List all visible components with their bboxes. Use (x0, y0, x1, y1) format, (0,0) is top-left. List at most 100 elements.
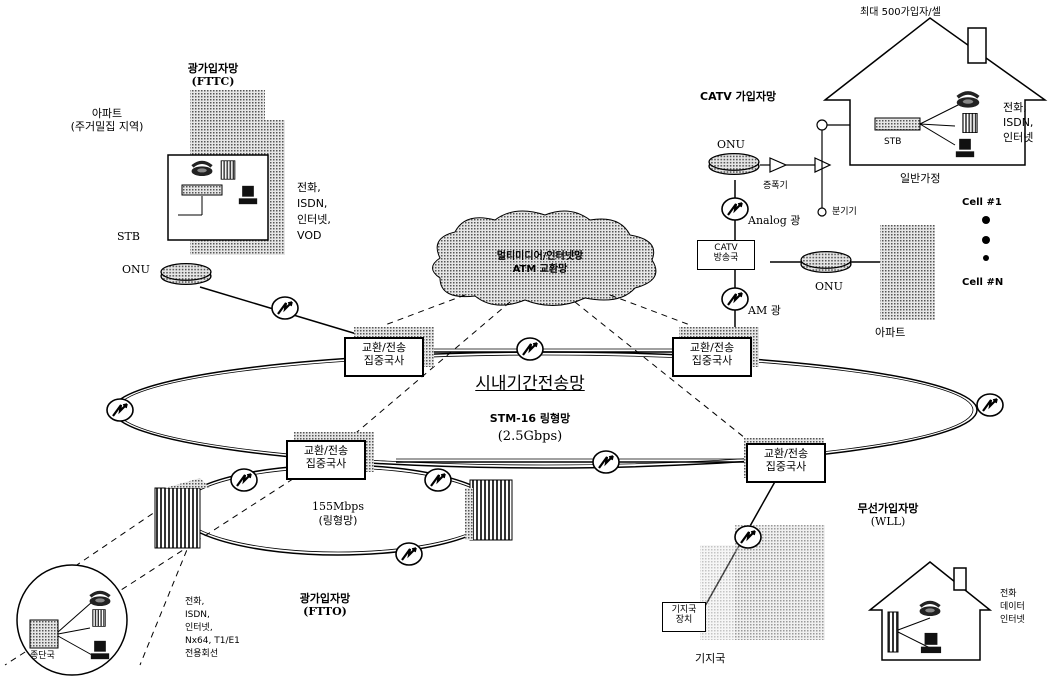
office-top-right-line2: 집중국사 (691, 354, 733, 367)
cell-dot (983, 255, 989, 261)
apartment-right-label: 아파트 (875, 326, 906, 339)
ftto-service: 전화, (185, 597, 205, 607)
office-top-left: 교환/전송 집중국사 (344, 337, 424, 377)
ftto-service: Nx64, T1/E1 (185, 636, 240, 646)
cell-dot (982, 236, 990, 244)
general-home-label: 일반가정 (900, 172, 941, 185)
house-service: 전화, (1003, 101, 1027, 114)
base-box-line2: 장치 (675, 615, 693, 625)
base-box-line1: 기지국 (671, 605, 697, 615)
cloud-label-2: ATM 교환망 (512, 264, 568, 275)
wll-service: 데이터 (1000, 602, 1025, 612)
main-ring-inner (116, 354, 974, 466)
fttc-title: 광가입자망 (FTTC) (158, 62, 268, 88)
cell-dot (982, 216, 990, 224)
lightning-icon (721, 197, 749, 221)
house-services: 전화, ISDN, 인터넷 (1003, 100, 1033, 145)
splitter-label: 분기기 (832, 207, 857, 217)
office-top-left-line1: 교환/전송 (361, 341, 407, 354)
atm-cloud (432, 210, 657, 306)
amplifier-label: 증폭기 (763, 181, 788, 191)
fttc-service: 전화, (297, 181, 321, 194)
cloud-label: 멀티미디어/인터넷망 ATM 교환망 (465, 250, 615, 276)
wll-title: 무선가입자망 (WLL) (838, 502, 938, 528)
ftto-service: 인터넷, (185, 623, 213, 633)
fttc-service: ISDN, (297, 197, 328, 210)
ring-stm: STM-16 링형망 (489, 412, 571, 425)
ftto-title-2: (FTTO) (303, 605, 347, 618)
house-service: ISDN, (1003, 116, 1034, 129)
lightning-icon (106, 398, 134, 422)
ring-rate: (2.5Gbps) (497, 429, 563, 444)
terminal-label: 종단국 (30, 651, 55, 661)
house-general (822, 17, 1048, 166)
lightning-icon (271, 296, 299, 320)
office-top-left-line2: 집중국사 (363, 354, 405, 367)
ftto-title: 광가입자망 (FTTO) (285, 592, 365, 618)
cell-1-label: Cell #1 (962, 197, 1002, 208)
apartment-label: 아파트 (주거밀집 지역) (52, 107, 162, 133)
ftto-tower-right (465, 479, 513, 541)
office-mid-right-line2: 집중국사 (765, 460, 807, 473)
lightning-icon (395, 542, 423, 566)
office-mid-left: 교환/전송 집중국사 (286, 440, 366, 480)
cell-n-label: Cell #N (962, 277, 1004, 288)
catv-hub-line2: 방송국 (713, 253, 739, 263)
apartment-label-1: 아파트 (91, 107, 123, 120)
wll-title-1: 무선가입자망 (857, 502, 919, 515)
sub-ring-type: (링형망) (318, 514, 358, 527)
apartment-building-left (167, 90, 285, 255)
lightning-icon (976, 393, 1004, 417)
ftto-service: 전용회선 (185, 649, 219, 659)
office-mid-right: 교환/전송 집중국사 (746, 443, 826, 483)
onu-left-icon (160, 262, 212, 286)
onu-right-icon (800, 250, 852, 274)
house-fax-icon (962, 112, 978, 134)
onu-right-label: ONU (815, 280, 843, 293)
ftto-services: 전화, ISDN, 인터넷, Nx64, T1/E1 전용회선 (185, 596, 240, 661)
stb-left-label: STB (117, 230, 140, 243)
ring-title: 시내기간전송망 (475, 374, 585, 394)
office-top-right: 교환/전송 집중국사 (672, 337, 752, 377)
office-mid-left-line2: 집중국사 (305, 457, 347, 470)
onu-catv-label: ONU (717, 138, 745, 151)
lightning-icon (516, 337, 544, 361)
lightning-icon (734, 525, 762, 549)
catv-feeder (760, 119, 880, 217)
am-label: AM 광 (748, 304, 781, 317)
catv-hub-box: CATV 방송국 (697, 240, 755, 270)
fttc-service: 인터넷, (297, 213, 331, 226)
ftto-title-1: 광가입자망 (299, 592, 351, 605)
lightning-icon (230, 468, 258, 492)
onu-left-label: ONU (122, 263, 150, 276)
ftto-service: ISDN, (185, 610, 210, 620)
catv-title: CATV 가입자망 (700, 90, 777, 103)
onu-catv-icon (708, 152, 760, 176)
wll-service: 전화 (1000, 589, 1017, 599)
base-station-box: 기지국 장치 (662, 602, 706, 632)
house-service: 인터넷 (1003, 131, 1034, 144)
lightning-icon (592, 450, 620, 474)
apartment-label-2: (주거밀집 지역) (70, 120, 144, 133)
terminal-fax-icon (92, 609, 106, 627)
wll-title-2: (WLL) (870, 515, 906, 528)
office-mid-left-line1: 교환/전송 (303, 444, 349, 457)
lightning-icon (424, 468, 452, 492)
fttc-title-2: (FTTC) (191, 75, 235, 88)
fttc-service: VOD (297, 229, 322, 242)
fttc-services: 전화, ISDN, 인터넷, VOD (297, 180, 331, 244)
office-mid-right-line1: 교환/전송 (763, 447, 809, 460)
analog-label: Analog 광 (748, 214, 801, 227)
base-station-label: 기지국 (695, 652, 726, 665)
fttc-title-1: 광가입자망 (187, 62, 239, 75)
ftto-tower-left (154, 478, 210, 549)
stb-house-label: STB (884, 137, 902, 147)
catv-hub-line1: CATV (714, 243, 738, 253)
wll-services: 전화 데이터 인터넷 (1000, 588, 1025, 627)
lightning-icon (721, 287, 749, 311)
office-top-right-line1: 교환/전송 (689, 341, 735, 354)
sub-ring-rate: 155Mbps (312, 500, 364, 513)
cloud-label-1: 멀티미디어/인터넷망 (496, 251, 584, 262)
wll-service: 인터넷 (1000, 615, 1025, 625)
